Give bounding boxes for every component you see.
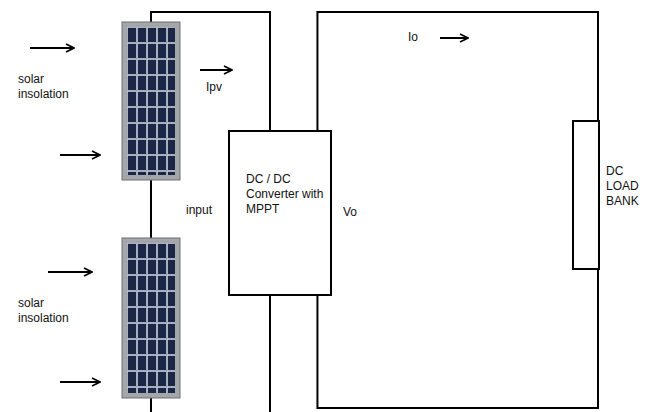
label-text: solar insolation <box>18 296 88 326</box>
label-text: solar insolation <box>18 72 88 102</box>
pv-wire <box>150 180 152 238</box>
converter-box: DC / DC Converter with MPPT <box>228 130 332 296</box>
load-bank: DC LOAD BANK <box>572 120 600 270</box>
pv-wire <box>269 295 271 412</box>
current-arrow <box>200 69 232 71</box>
label-text: Io <box>408 30 438 45</box>
pv-wire <box>150 398 152 412</box>
label-text: Vo <box>343 205 373 220</box>
output-wire <box>317 12 598 130</box>
solar-panel <box>122 238 180 398</box>
label-text: input <box>186 203 226 218</box>
label-text: Ipv <box>206 80 246 95</box>
output-wire <box>317 270 598 408</box>
solar-panel <box>122 22 180 180</box>
node-text: DC / DC Converter with MPPT <box>246 172 324 217</box>
node-text: DC LOAD BANK <box>606 164 656 209</box>
current-arrow <box>440 37 468 39</box>
